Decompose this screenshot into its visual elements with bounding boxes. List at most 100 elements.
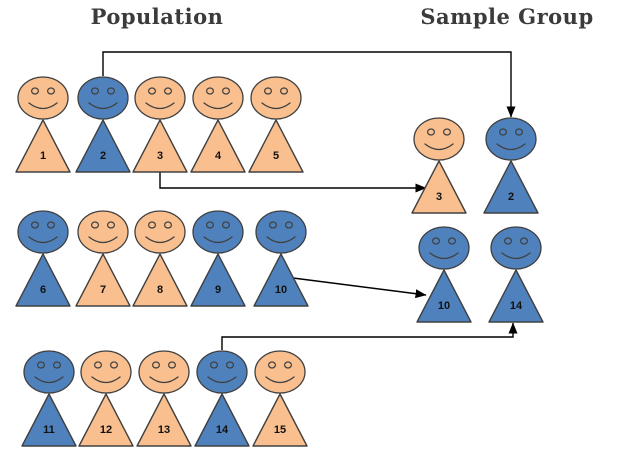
figure-right-eye	[168, 361, 177, 369]
figure-left-eye	[432, 237, 441, 245]
figure-number: 6	[40, 284, 46, 296]
figure-number: 7	[100, 284, 106, 296]
figure-body-triangle	[136, 393, 192, 447]
population-figure-3: 3	[132, 76, 188, 173]
figure-head	[250, 76, 302, 120]
figure-left-eye	[148, 221, 157, 229]
figure-number: 3	[157, 150, 163, 162]
figure-body-triangle	[190, 253, 246, 307]
figure-smile	[28, 102, 58, 110]
population-title: Population	[90, 4, 224, 29]
figure-right-eye	[443, 128, 452, 136]
figure-head	[80, 350, 132, 394]
figure-number: 15	[274, 424, 286, 436]
figure-body-triangle	[132, 119, 188, 173]
sample-figure-14: 14	[488, 226, 544, 323]
figure-right-eye	[164, 221, 173, 229]
figure-right-eye	[284, 361, 293, 369]
figure-smile	[203, 236, 233, 244]
population-figure-6: 6	[15, 210, 71, 307]
figure-number: 12	[100, 424, 112, 436]
figure-right-eye	[226, 361, 235, 369]
figure-head	[255, 210, 307, 254]
figure-smile	[88, 102, 118, 110]
selection-arrows	[102, 51, 518, 350]
figure-left-eye	[427, 128, 436, 136]
population-figure-15: 15	[252, 350, 308, 447]
figure-body-triangle	[78, 393, 134, 447]
population-figure-12: 12	[78, 350, 134, 447]
figure-head	[134, 76, 186, 120]
figure-smile	[145, 236, 175, 244]
figure-left-eye	[269, 221, 278, 229]
figure-smile	[145, 102, 175, 110]
figure-left-eye	[31, 221, 40, 229]
figure-smile	[203, 102, 233, 110]
figure-smile	[261, 102, 291, 110]
figure-body-triangle	[483, 160, 539, 214]
population-figure-9: 9	[190, 210, 246, 307]
figure-left-eye	[206, 221, 215, 229]
figure-number: 11	[43, 424, 55, 436]
figure-right-eye	[52, 361, 61, 369]
figure-head	[418, 226, 470, 270]
figure-left-eye	[36, 361, 45, 369]
sample-figure-3: 3	[411, 117, 467, 214]
figure-right-eye	[280, 87, 289, 95]
figure-head	[23, 350, 75, 394]
figure-body-triangle	[15, 119, 71, 173]
figure-body-triangle	[194, 393, 250, 447]
figure-left-eye	[31, 87, 40, 95]
figure-number: 2	[100, 150, 106, 162]
figure-body-triangle	[248, 119, 304, 173]
figure-body-triangle	[253, 253, 309, 307]
arrow-population-10-to-sample-10	[292, 277, 427, 299]
figure-right-eye	[106, 87, 115, 95]
population-figure-14: 14	[194, 350, 250, 447]
sample-figure-10: 10	[416, 226, 472, 323]
figure-smile	[28, 236, 58, 244]
figure-left-eye	[268, 361, 277, 369]
figure-smile	[88, 236, 118, 244]
figure-number: 13	[158, 424, 170, 436]
arrow-population-14-to-sample-14	[221, 322, 518, 350]
figure-smile	[496, 143, 526, 151]
population-figure-2: 2	[75, 76, 131, 173]
figure-number: 2	[508, 191, 514, 203]
figure-right-eye	[514, 128, 523, 136]
sample-figure-2: 2	[483, 117, 539, 214]
figure-number: 4	[215, 150, 222, 162]
figure-body-triangle	[75, 119, 131, 173]
figure-head	[485, 117, 537, 161]
figure-body-triangle	[75, 253, 131, 307]
arrow-population-2-to-sample-2	[102, 51, 516, 118]
figure-body-triangle	[488, 269, 544, 323]
figure-head	[17, 76, 69, 120]
figure-number: 14	[216, 424, 229, 436]
figure-body-triangle	[416, 269, 472, 323]
figure-body-triangle	[132, 253, 188, 307]
figure-left-eye	[504, 237, 513, 245]
population-figure-1: 1	[15, 76, 71, 173]
figure-left-eye	[152, 361, 161, 369]
figure-smile	[266, 236, 296, 244]
figure-body-triangle	[15, 253, 71, 307]
figure-right-eye	[222, 221, 231, 229]
figure-left-eye	[499, 128, 508, 136]
population-figure-11: 11	[21, 350, 77, 447]
figure-body-triangle	[411, 160, 467, 214]
figure-left-eye	[90, 87, 99, 95]
population-figure-10: 10	[253, 210, 309, 307]
figure-head	[196, 350, 248, 394]
figure-left-eye	[93, 361, 102, 369]
figure-head	[192, 76, 244, 120]
population-figure-7: 7	[75, 210, 131, 307]
figure-smile	[34, 376, 64, 384]
figure-body-triangle	[252, 393, 308, 447]
figure-smile	[149, 376, 179, 384]
figure-number: 3	[436, 191, 442, 203]
figure-number: 10	[275, 284, 287, 296]
